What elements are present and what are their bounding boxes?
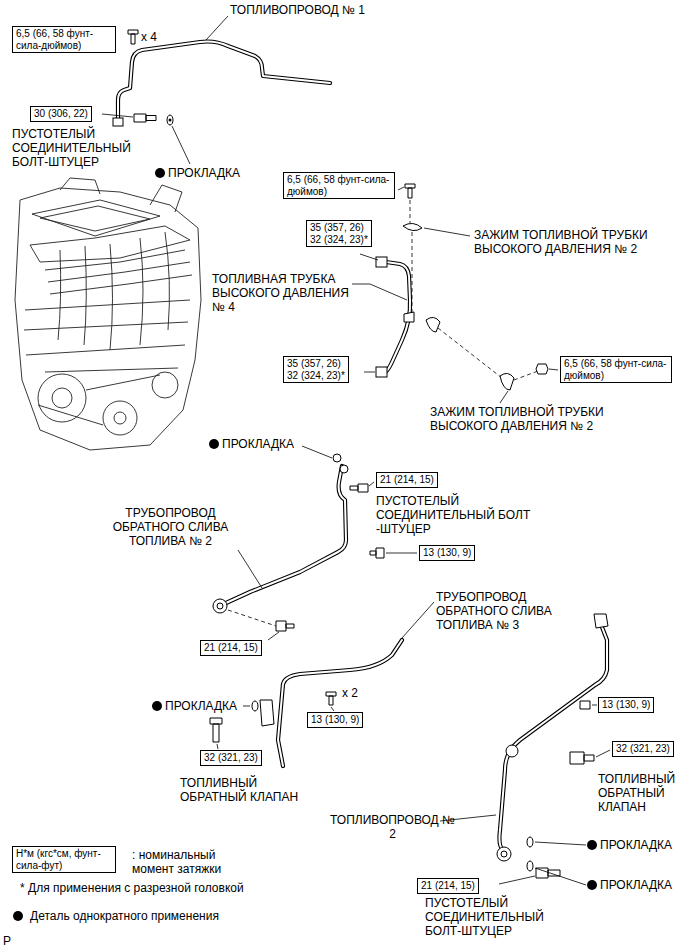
legend-swatch: [12, 909, 24, 923]
torque-box: 6,5 (66, 58 фунт-сила-дюймов): [283, 172, 395, 199]
torque-value: 32 (324, 23)*: [287, 370, 345, 382]
torque-value: 21 (214, 15): [380, 474, 434, 486]
part-label: ПУСТОТЕЛЫЙ СОЕДИНИТЕЛЬНЫЙ БОЛТ-ШТУЦЕР: [425, 896, 560, 938]
part-label: ПРОКЛАДКА: [600, 838, 672, 852]
part-label: ТОПЛИВНЫЙ ОБРАТНЫЙ КЛАПАН: [598, 772, 684, 814]
part-label: ТРУБОПРОВОД ОБРАТНОГО СЛИВА ТОПЛИВА № 3: [436, 590, 571, 632]
part-label: x 2: [342, 686, 358, 700]
legend-text: : номинальный момент затяжки: [132, 848, 242, 876]
torque-box: 32 (321, 23): [200, 750, 262, 766]
part-label: * Для применения с разрезной головкой: [20, 881, 244, 895]
part-label: ПУСТОТЕЛЫЙ СОЕДИНИТЕЛЬНЫЙ БОЛТ -ШТУЦЕР: [376, 494, 536, 536]
torque-box: 32 (321, 23): [612, 741, 674, 757]
legend-text: Деталь однократного применения: [30, 909, 219, 923]
torque-value: 21 (214, 15): [421, 880, 475, 892]
torque-box: 35 (357, 26)32 (324, 23)*: [283, 356, 349, 383]
torque-value: 6,5 (66, 58 фунт-сила-дюймов): [287, 174, 391, 197]
part-label: ПУСТОТЕЛЫЙ СОЕДИНИТЕЛЬНЫЙ БОЛТ-ШТУЦЕР: [12, 127, 147, 169]
part-label: ПРОКЛАДКА: [165, 699, 237, 713]
torque-box: 6,5 (66, 58 фунт-сила-дюймов): [560, 356, 672, 383]
torque-value: 35 (357, 26): [310, 222, 368, 234]
torque-value: 21 (214, 15): [204, 642, 258, 654]
engine-sketch: [15, 178, 201, 450]
part-label: ЗАЖИМ ТОПЛИВНОЙ ТРУБКИ ВЫСОКОГО ДАВЛЕНИЯ…: [430, 405, 625, 433]
torque-value: Н*м (кгс*см, фунт-сила-фут): [16, 848, 112, 871]
torque-box: 13 (130, 9): [598, 697, 654, 713]
legend-entry: : номинальный момент затяжки: [132, 848, 242, 876]
part-label: ТОПЛИВОПРОВОД № 2: [330, 813, 455, 841]
torque-box: 13 (130, 9): [307, 712, 363, 728]
torque-value: 35 (357, 26): [287, 358, 345, 370]
torque-box: 13 (130, 9): [419, 545, 475, 561]
torque-box: Н*м (кгс*см, фунт-сила-фут): [12, 846, 116, 873]
torque-box: 21 (214, 15): [200, 640, 262, 656]
torque-value: 30 (306, 22): [34, 108, 88, 120]
part-label: ПРОКЛАДКА: [222, 437, 294, 451]
part-label: ТРУБОПРОВОД ОБРАТНОГО СЛИВА ТОПЛИВА № 2: [103, 506, 238, 548]
torque-box: 21 (214, 15): [417, 878, 479, 894]
torque-value: 6,5 (66, 58 фунт-сила-дюймов): [564, 358, 668, 381]
legend-entry: Деталь однократного применения: [12, 909, 219, 923]
torque-box: 21 (214, 15): [376, 472, 438, 488]
torque-value: 32 (324, 23)*: [310, 234, 368, 246]
torque-box: 30 (306, 22): [30, 106, 92, 122]
part-label: ТОПЛИВНАЯ ТРУБКА ВЫСОКОГО ДАВЛЕНИЯ № 4: [212, 272, 352, 314]
torque-value: 32 (321, 23): [204, 752, 258, 764]
part-label: ТОПЛИВОПРОВОД № 1: [230, 3, 365, 17]
torque-value: 13 (130, 9): [602, 699, 650, 711]
torque-value: 6,5 (66, 58 фунт-сила-дюймов): [16, 28, 112, 51]
part-label: x 4: [141, 30, 157, 44]
torque-box: 35 (357, 26)32 (324, 23)*: [306, 220, 372, 247]
torque-value: 13 (130, 9): [311, 714, 359, 726]
part-label: ПРОКЛАДКА: [168, 166, 240, 180]
torque-box: 6,5 (66, 58 фунт-сила-дюймов): [12, 26, 116, 53]
part-label: ЗАЖИМ ТОПЛИВНОЙ ТРУБКИ ВЫСОКОГО ДАВЛЕНИЯ…: [474, 228, 669, 256]
part-label: ТОПЛИВНЫЙ ОБРАТНЫЙ КЛАПАН: [180, 776, 310, 804]
part-label: P: [3, 934, 11, 948]
torque-value: 32 (321, 23): [616, 743, 670, 755]
part-label: ПРОКЛАДКА: [600, 878, 672, 892]
torque-value: 13 (130, 9): [423, 547, 471, 559]
